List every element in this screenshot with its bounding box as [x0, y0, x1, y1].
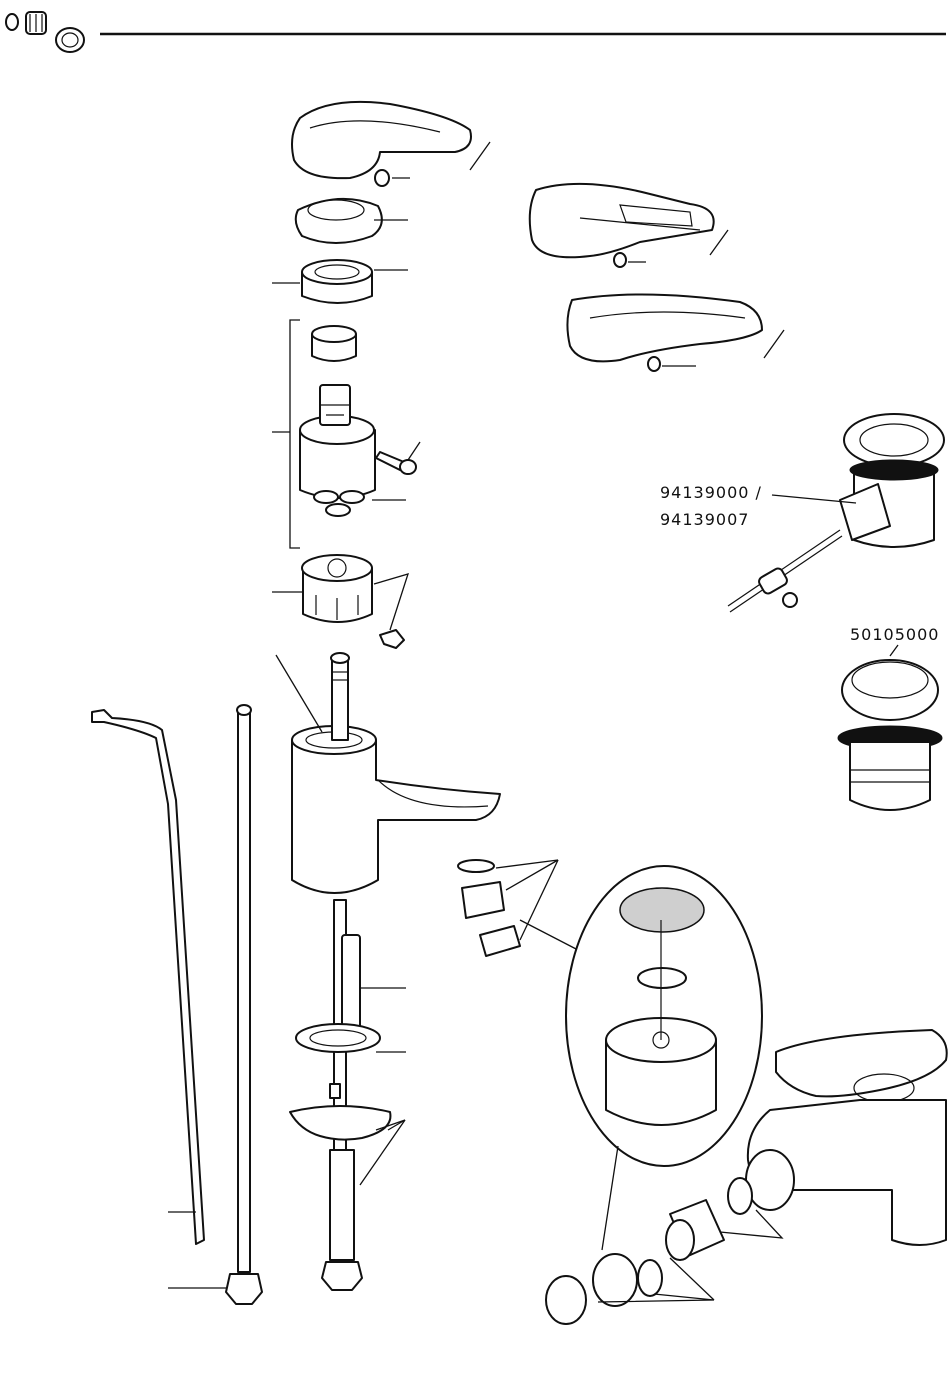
- diverter-parts: [546, 1178, 752, 1324]
- aerator-small: [458, 860, 520, 956]
- bidet-faucet: [746, 1030, 947, 1245]
- threaded-nut: [302, 260, 372, 303]
- cartridge: [300, 385, 375, 498]
- alt-handle-loop: [530, 184, 714, 257]
- clip: [380, 630, 404, 648]
- cleaning-parts-icon: [6, 12, 84, 52]
- aerator-detail: [566, 866, 762, 1166]
- cartridge-ring: [312, 326, 356, 361]
- drain-code-label-1: 94139000 /: [660, 483, 762, 502]
- flexible-hose-left: [226, 705, 262, 1304]
- drain-code-label-2: 94139007: [660, 510, 749, 529]
- cover-cap: [296, 199, 382, 243]
- handle-screw-cap: [375, 170, 389, 186]
- push-drain-code-label: 50105000: [850, 625, 939, 644]
- lift-rod: [92, 710, 204, 1244]
- mounting-washer: [296, 1024, 380, 1052]
- fixing-screw: [376, 452, 416, 474]
- valve-insert: [302, 555, 372, 622]
- push-drain: [838, 660, 942, 810]
- drain-assembly: [728, 414, 944, 612]
- lever-handle: [292, 102, 471, 178]
- horseshoe-bracket: [290, 1084, 390, 1140]
- alt-handle-paddle: [567, 294, 762, 361]
